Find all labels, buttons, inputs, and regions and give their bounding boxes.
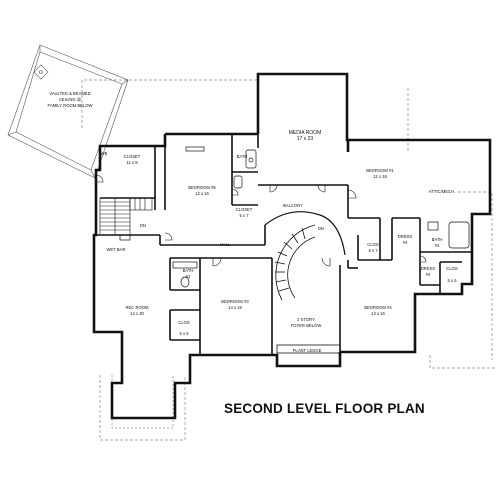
- room-labels: MEDIA ROOM 17 x 23 BEDROOM #1 12 x 18 CL…: [101, 130, 458, 353]
- stair-straight: [99, 197, 153, 236]
- media-room-dims: 17 x 23: [297, 136, 314, 142]
- balcony-label: BALCONY: [283, 203, 303, 208]
- dress-num: #4: [403, 240, 408, 245]
- bedroom1-name: BEDROOM #1: [366, 168, 394, 173]
- clos3-name: CLOS: [178, 320, 190, 325]
- bath4-name: BATH: [432, 237, 443, 242]
- bedroom4-dims: 14 x 16: [371, 311, 385, 316]
- stair-dn-label: DN: [140, 223, 146, 228]
- closet-small-dims: 5 x 7: [239, 213, 249, 218]
- hall-label: HALL: [220, 242, 231, 247]
- stair-curved: [274, 224, 316, 301]
- bedroom3-name: BEDROOM #3: [221, 299, 249, 304]
- bedroom5-name: BEDROOM #5: [188, 185, 216, 190]
- wb-label: WB: [101, 151, 108, 156]
- attic-label: ATTIC/MECH.: [429, 189, 455, 194]
- rec-room-name: REC ROOM: [125, 305, 149, 310]
- exterior-walls: [92, 72, 492, 420]
- dress4-name: DRESS: [421, 266, 436, 271]
- bath4-num: #4: [435, 243, 440, 248]
- clos-right-dims: 5 x 5: [447, 278, 457, 283]
- roof-outlines: [81, 79, 495, 441]
- closet-main-name: CLOSET: [124, 154, 141, 159]
- bath-top-label: BATH: [237, 154, 248, 159]
- closet-main-dims: 11 x 8: [126, 160, 138, 165]
- plan-title: SECOND LEVEL FLOOR PLAN: [224, 401, 425, 416]
- closet-small-name: CLOSET: [236, 207, 253, 212]
- clos-right-name: CLOS: [446, 266, 458, 271]
- vaulted-note: VAULTED & BEAMED CEILING @ FAMILY ROOM B…: [48, 91, 93, 108]
- vaulted-note-line-2: CEILING @: [59, 97, 81, 102]
- door-swings: [95, 174, 427, 267]
- vaulted-note-line-3: FAMILY ROOM BELOW: [48, 103, 93, 108]
- bedroom5-dims: 12 x 16: [195, 191, 209, 196]
- plant-ledge: [276, 344, 341, 354]
- curved-stair-dn-label: DN: [318, 226, 324, 231]
- rec-room-dims: 14 x 30: [130, 311, 144, 316]
- clos-b4-name: CLOS: [367, 242, 379, 247]
- clos3-dims: 5 x 5: [179, 331, 189, 336]
- interior-walls: [96, 134, 472, 355]
- plant-ledge-label: PLANT LEDGE: [293, 348, 322, 353]
- media-room-name: MEDIA ROOM: [289, 130, 322, 136]
- bedroom1-dims: 12 x 18: [373, 174, 387, 179]
- vaulted-note-line-1: VAULTED & BEAMED: [49, 91, 91, 96]
- dress-name: DRESS: [398, 234, 413, 239]
- foyer-line-2: FOYER BELOW: [291, 323, 322, 328]
- vaulted-ceiling-region: [7, 44, 129, 179]
- balcony-railing: [264, 211, 346, 256]
- dress4-num: #4: [426, 272, 431, 277]
- bath3-num: #3: [186, 274, 191, 279]
- bedroom4-name: BEDROOM #4: [364, 305, 392, 310]
- bedroom3-dims: 14 x 19: [228, 305, 242, 310]
- clos-b4-dims: 8 x 7: [368, 248, 378, 253]
- bath-fixtures: [119, 146, 470, 288]
- wet-bar-label: WET BAR: [106, 247, 125, 252]
- foyer-line-1: 2 STORY: [297, 317, 315, 322]
- bath3-name: BATH: [183, 268, 194, 273]
